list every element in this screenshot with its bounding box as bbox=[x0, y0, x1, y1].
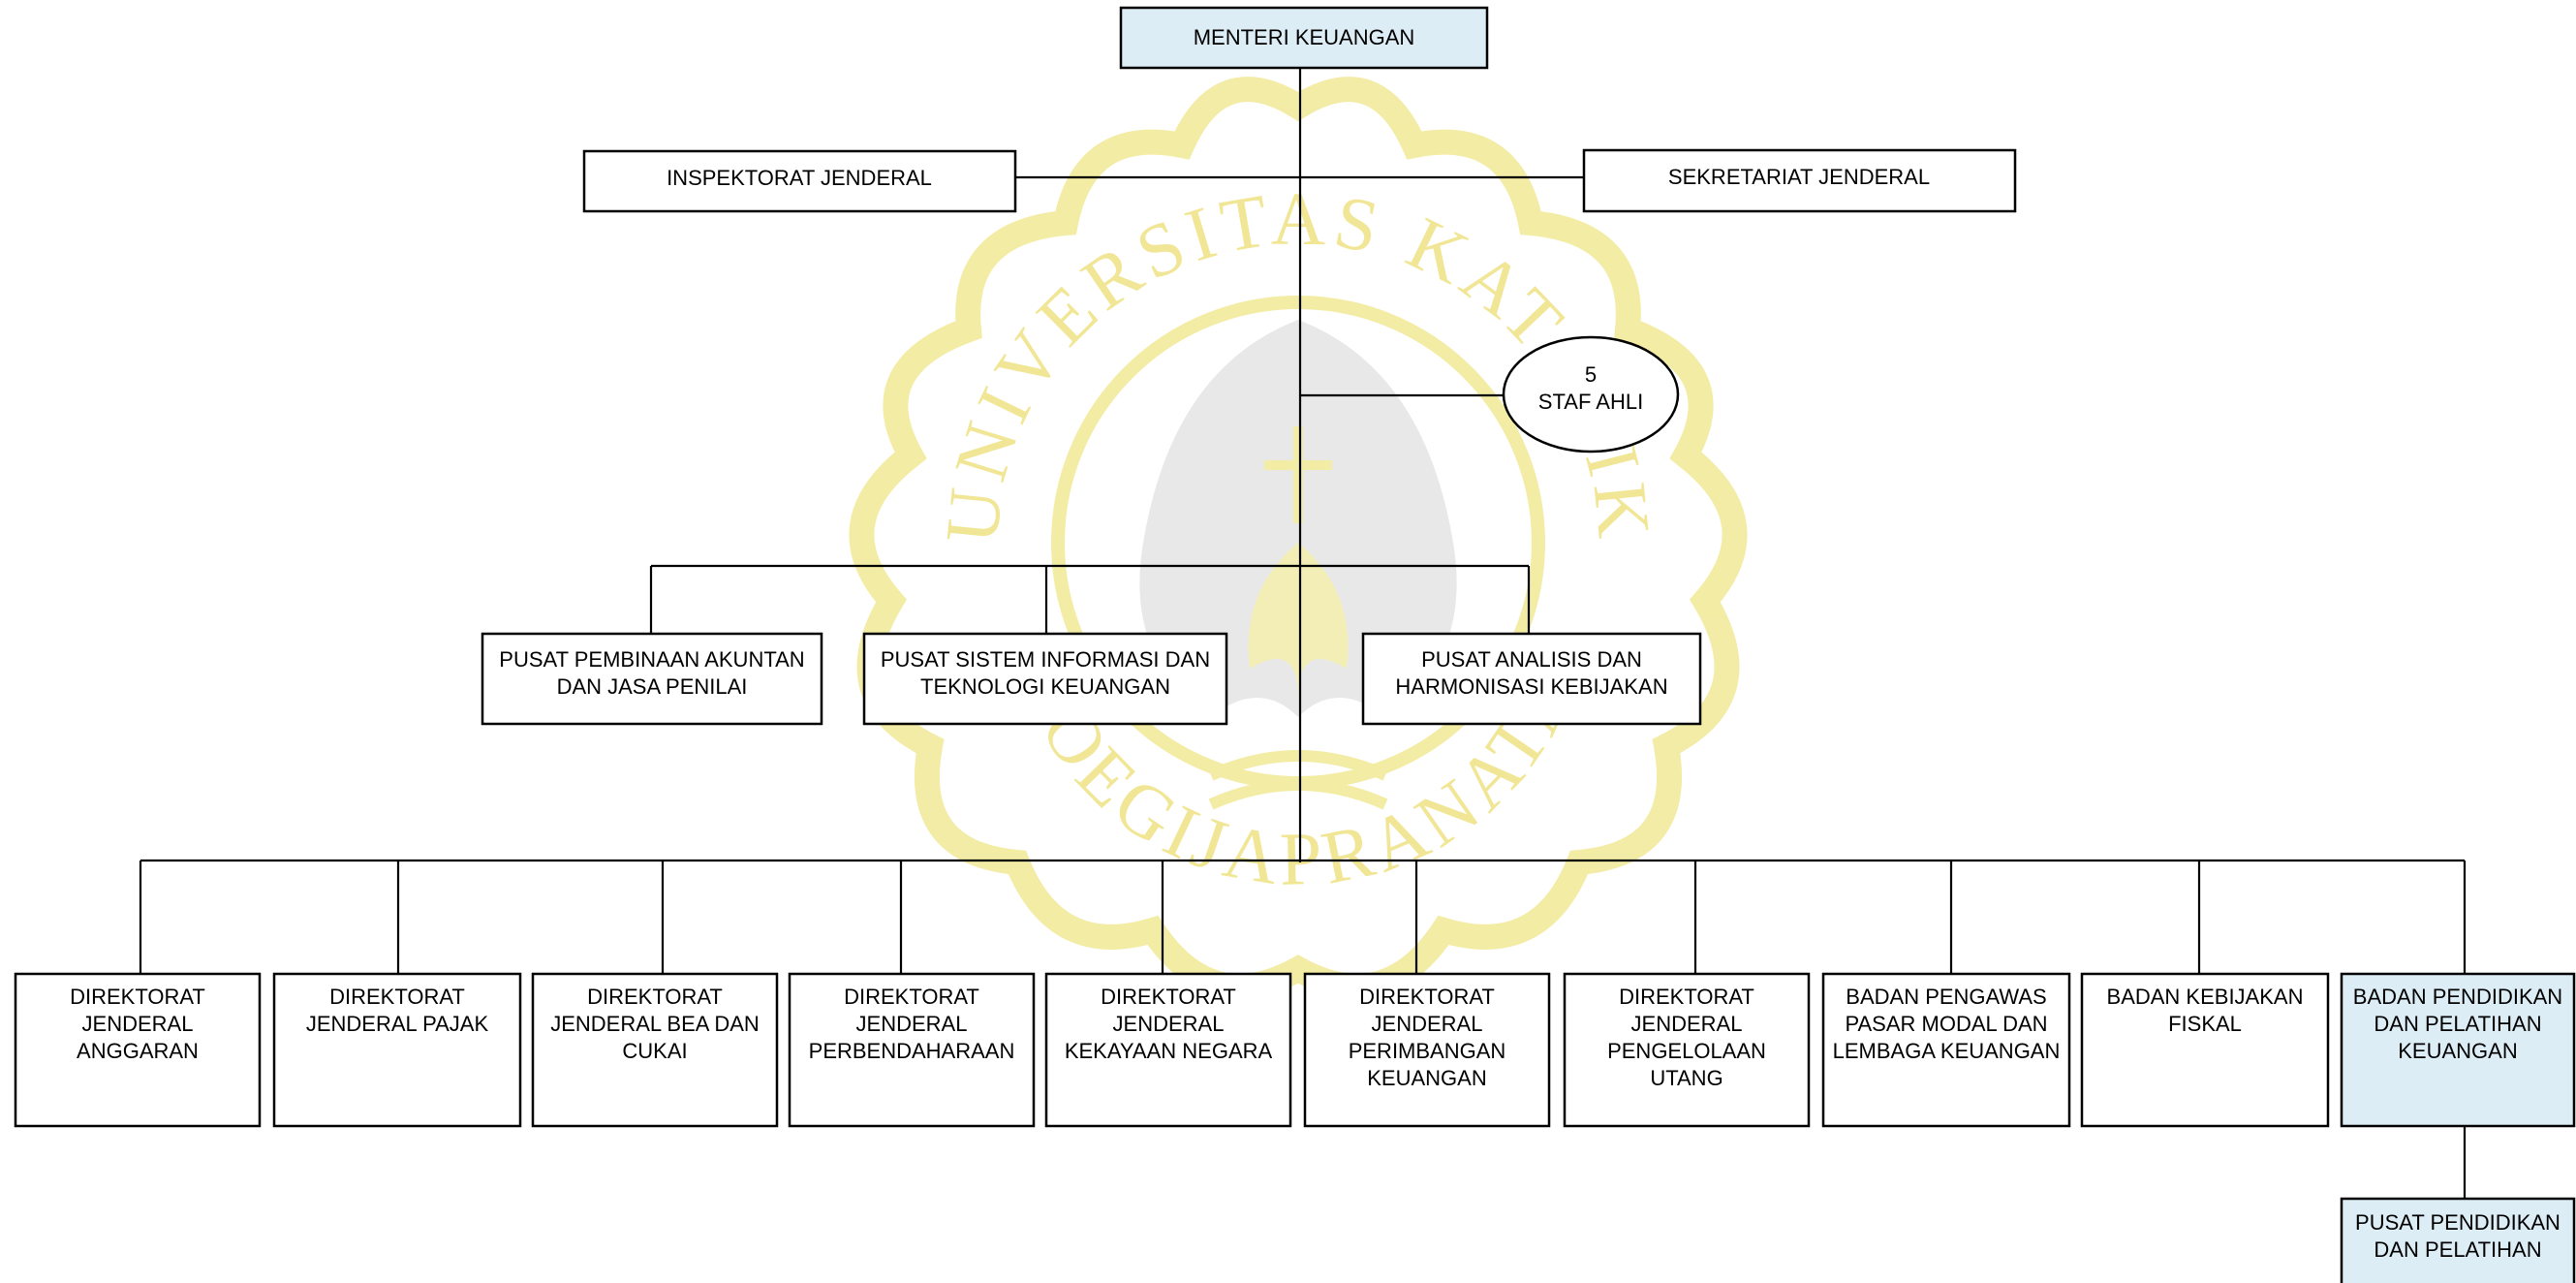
org-units: MENTERI KEUANGAN INSPEKTORAT JENDERAL SE… bbox=[14, 6, 2576, 1283]
node-label-line: JENDERAL BEA DAN bbox=[550, 1012, 760, 1036]
node-label-line: DIREKTORAT bbox=[70, 985, 205, 1009]
node-label-line: PUSAT PEMBINAAN AKUNTAN bbox=[499, 647, 804, 672]
node-label: BADAN PENDIDIKAN DAN PELATIHAN KEUANGAN bbox=[2353, 985, 2562, 1063]
node-label-line: HARMONISASI KEBIJAKAN bbox=[1395, 674, 1667, 699]
connector-lines bbox=[139, 68, 2467, 1199]
node-badan-kebijakan-fiskal: BADAN KEBIJAKAN FISKAL bbox=[2080, 972, 2330, 1128]
node-dj-pengelolaan-utang: DIREKTORAT JENDERAL PENGELOLAAN UTANG bbox=[1563, 972, 1811, 1128]
node-label: INSPEKTORAT JENDERAL bbox=[667, 166, 932, 190]
node-label: DIREKTORAT JENDERAL ANGGARAN bbox=[70, 985, 205, 1063]
node-label-line: UTANG bbox=[1650, 1066, 1723, 1090]
node-label-line: TEKNOLOGI KEUANGAN bbox=[920, 674, 1170, 699]
node-label: DIREKTORAT JENDERAL PERIMBANGAN KEUANGAN bbox=[1349, 985, 1506, 1090]
node-dj-perimbangan-keuangan: DIREKTORAT JENDERAL PERIMBANGAN KEUANGAN bbox=[1303, 972, 1551, 1128]
node-dj-kekayaan-negara: DIREKTORAT JENDERAL KEKAYAAN NEGARA bbox=[1044, 972, 1292, 1128]
node-label: MENTERI KEUANGAN bbox=[1194, 25, 1415, 49]
node-label-line: JENDERAL bbox=[856, 1012, 968, 1036]
node-label-line: PENGELOLAAN bbox=[1607, 1039, 1766, 1063]
node-label-line: MENTERI KEUANGAN bbox=[1194, 25, 1415, 49]
node-label-line: JENDERAL bbox=[82, 1012, 194, 1036]
node-label-line: JENDERAL PAJAK bbox=[306, 1012, 489, 1036]
node-label-line: FISKAL bbox=[2168, 1012, 2242, 1036]
node-bapepam-lk: BADAN PENGAWAS PASAR MODAL DAN LEMBAGA KEU… bbox=[1821, 972, 2071, 1128]
node-label-line: PERIMBANGAN bbox=[1349, 1039, 1506, 1063]
node-menteri-keuangan: MENTERI KEUANGAN bbox=[1119, 6, 1489, 70]
node-label: SEKRETARIAT JENDERAL bbox=[1668, 165, 1930, 189]
node-label-line: PUSAT ANALISIS DAN bbox=[1421, 647, 1642, 672]
node-label-line: ANGGARAN bbox=[77, 1039, 199, 1063]
university-seal-watermark: UNIVERSITAS KATOLIK SOEGIJAPRANATA bbox=[849, 77, 1748, 999]
node-label: BADAN PENGAWAS PASAR MODAL DAN LEMBAGA KEU… bbox=[1833, 985, 2061, 1063]
node-sekretariat-jenderal: SEKRETARIAT JENDERAL bbox=[1582, 148, 2017, 213]
node-label-line: JENDERAL bbox=[1113, 1012, 1225, 1036]
node-label-line: PUSAT SISTEM INFORMASI DAN bbox=[881, 647, 1210, 672]
node-label-line: DIREKTORAT bbox=[1619, 985, 1754, 1009]
node-label-line: JENDERAL bbox=[1372, 1012, 1483, 1036]
node-label: DIREKTORAT JENDERAL PENGELOLAAN UTANG bbox=[1607, 985, 1766, 1090]
node-label-line: PASAR MODAL DAN bbox=[1845, 1012, 2047, 1036]
node-label-line: DIREKTORAT bbox=[1101, 985, 1236, 1009]
node-label-line: DIREKTORAT bbox=[587, 985, 723, 1009]
node-label-line: DAN PELATIHAN bbox=[2374, 1012, 2541, 1036]
node-label-line: KEKAYAAN NEGARA bbox=[1065, 1039, 1273, 1063]
node-dj-pajak: DIREKTORAT JENDERAL PAJAK bbox=[272, 972, 522, 1128]
node-label-line: DIREKTORAT bbox=[1359, 985, 1495, 1009]
node-label: DIREKTORAT JENDERAL KEKAYAAN NEGARA bbox=[1065, 985, 1273, 1063]
node-bppk: BADAN PENDIDIKAN DAN PELATIHAN KEUANGAN bbox=[2340, 972, 2576, 1128]
node-dj-perbendaharaan: DIREKTORAT JENDERAL PERBENDAHARAAN bbox=[788, 972, 1036, 1128]
node-label-line: JENDERAL bbox=[1631, 1012, 1743, 1036]
node-dj-anggaran: DIREKTORAT JENDERAL ANGGARAN bbox=[14, 972, 262, 1128]
node-dj-bea-cukai: DIREKTORAT JENDERAL BEA DAN CUKAI bbox=[531, 972, 779, 1128]
node-label-line: DAN PELATIHAN bbox=[2374, 1237, 2541, 1262]
node-label-line: DAN JASA PENILAI bbox=[557, 674, 748, 699]
node-label: BADAN KEBIJAKAN FISKAL bbox=[2107, 985, 2304, 1036]
node-label-line: STAF AHLI bbox=[1538, 390, 1643, 414]
node-label-line: SEKRETARIAT JENDERAL bbox=[1668, 165, 1930, 189]
node-label-line: PUSAT PENDIDIKAN bbox=[2355, 1210, 2560, 1235]
node-label-line: LEMBAGA KEUANGAN bbox=[1833, 1039, 2061, 1063]
node-label-line: KEUANGAN bbox=[2398, 1039, 2517, 1063]
node-label-line: KEUANGAN bbox=[1367, 1066, 1486, 1090]
node-label-line: BADAN PENDIDIKAN bbox=[2353, 985, 2562, 1009]
node-label-line: PERBENDAHARAAN bbox=[809, 1039, 1015, 1063]
node-label-line: BADAN PENGAWAS bbox=[1846, 985, 2046, 1009]
node-inspektorat-jenderal: INSPEKTORAT JENDERAL bbox=[582, 149, 1017, 213]
node-label: DIREKTORAT JENDERAL PAJAK bbox=[306, 985, 489, 1036]
node-label-line: BADAN KEBIJAKAN bbox=[2107, 985, 2304, 1009]
node-label-line: DIREKTORAT bbox=[844, 985, 979, 1009]
node-label-line: CUKAI bbox=[622, 1039, 687, 1063]
node-label-line: DIREKTORAT bbox=[329, 985, 465, 1009]
node-label: DIREKTORAT JENDERAL BEA DAN CUKAI bbox=[550, 985, 760, 1063]
node-label-line: 5 bbox=[1585, 362, 1597, 387]
node-label-line: INSPEKTORAT JENDERAL bbox=[667, 166, 932, 190]
node-label: DIREKTORAT JENDERAL PERBENDAHARAAN bbox=[809, 985, 1015, 1063]
